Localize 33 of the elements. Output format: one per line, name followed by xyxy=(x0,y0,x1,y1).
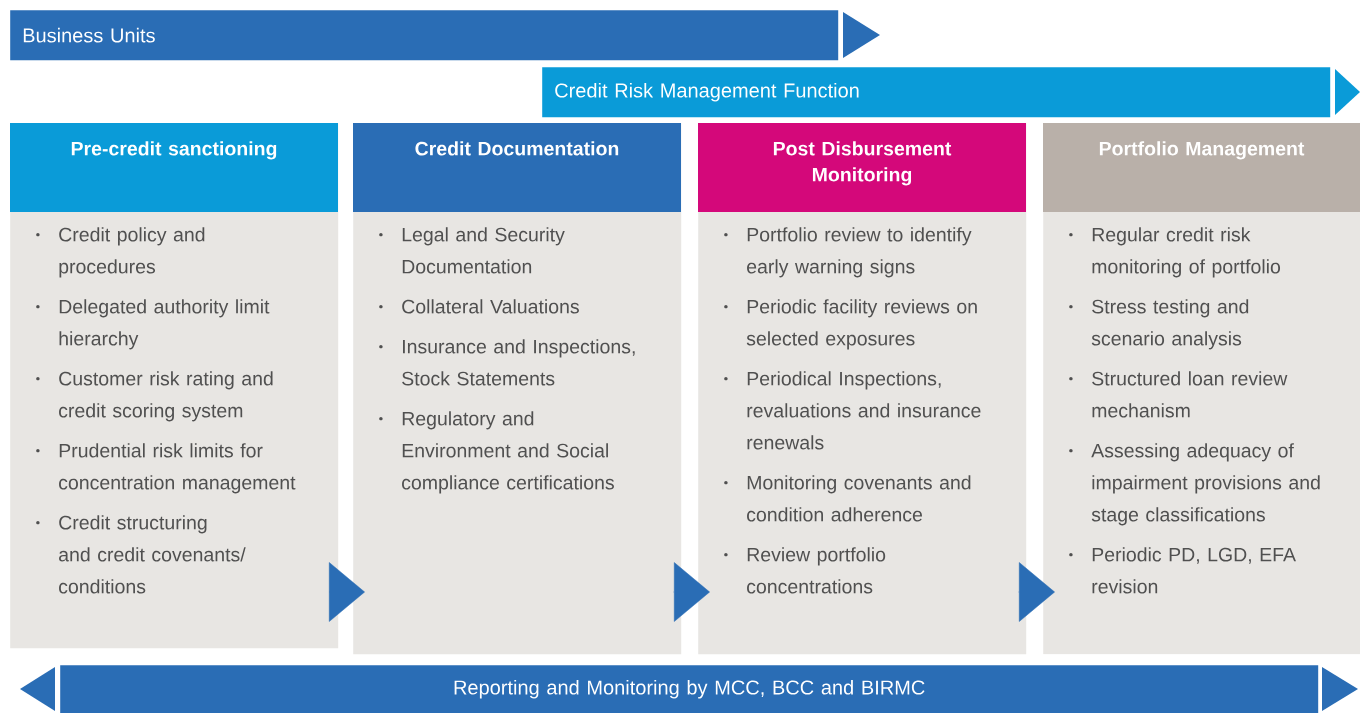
column-heading: Portfolio Management xyxy=(1099,141,1305,160)
bullet-item: Insurance and Inspections, Stock Statements xyxy=(379,339,635,386)
bullet-item: Portfolio review to identify early warning signs xyxy=(724,227,972,278)
bullet-item: Regular credit risk monitoring of portfolio xyxy=(1069,227,1281,278)
column-heading: Pre-credit sanctioning xyxy=(71,141,277,160)
bullet-item: Delegated authority limit hierarchy xyxy=(36,299,270,350)
arrow xyxy=(1018,562,1055,622)
bullet-item: Assessing adequacy of impairment provisions and stage classifications xyxy=(1069,443,1320,526)
arrow-band: Reporting and Monitoring by MCC, BCC and BIRMC xyxy=(20,665,1358,713)
bullet-item: Review portfolio concentrations xyxy=(724,547,886,594)
column-card xyxy=(10,123,339,649)
arrow xyxy=(328,562,365,622)
bullet-item: Periodic facility reviews on selected exposures xyxy=(724,299,977,350)
arrow xyxy=(673,562,710,622)
bullet-item: Periodic PD, LGD, EFA revision xyxy=(1069,547,1296,594)
column-card xyxy=(353,123,682,655)
bullet-item: Credit structuring and credit covenants/ conditions xyxy=(36,515,246,594)
bullet-item: Stress testing and scenario analysis xyxy=(1069,299,1249,350)
column-card xyxy=(1043,123,1360,655)
bullet-item: Collateral Valuations xyxy=(379,299,579,314)
column-heading: Credit Documentation xyxy=(415,141,619,156)
column-card xyxy=(698,123,1027,655)
bullet-item: Structured loan review mechanism xyxy=(1069,371,1288,418)
bullet-item: Prudential risk limits for concentration management xyxy=(36,443,296,494)
bullet-item: Legal and Security Documentation xyxy=(379,227,565,274)
column-heading: Post Disbursement Monitoring xyxy=(773,141,952,186)
arrow-band: Credit Risk Management Function xyxy=(542,67,1360,118)
bullet-item: Customer risk rating and credit scoring system xyxy=(36,371,273,422)
bullet-item: Monitoring covenants and condition adherence xyxy=(724,475,971,522)
arrow-band: Business Units xyxy=(10,10,880,61)
bullet-item: Regulatory and Environment and Social compliance certifications xyxy=(379,411,614,494)
bullet-item: Credit policy and procedures xyxy=(36,227,205,278)
bullet-item: Periodical Inspections, revaluations and insurance renewals xyxy=(724,371,981,450)
